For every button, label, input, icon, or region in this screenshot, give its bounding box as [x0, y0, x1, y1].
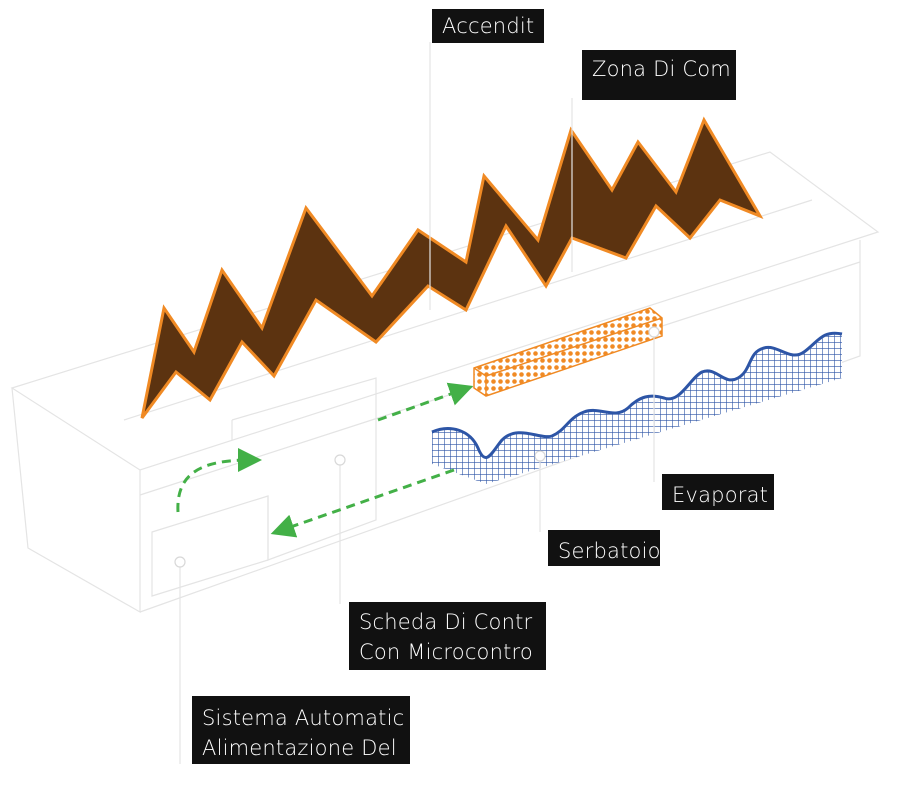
label-evaporatore: Evaporat — [662, 474, 774, 510]
label-zona-combustione: Zona Di Com — [582, 50, 736, 100]
arrow-to-control-board — [176, 448, 262, 513]
flame-shape — [140, 116, 764, 419]
label-sistema-alimentazione: Sistema Automatic Alimentazione Del — [192, 696, 410, 764]
tank-wave-line — [431, 331, 843, 459]
flow-arrows — [176, 382, 474, 538]
label-serbatoio: Serbatoio — [548, 530, 660, 566]
anchor-points — [174, 326, 660, 568]
leader-lines — [179, 42, 655, 764]
evaporator-bar — [473, 307, 663, 397]
label-scheda-controllo: Scheda Di Contr Con Microcontro — [349, 602, 546, 670]
arrow-from-tank — [270, 468, 455, 538]
tank-shape — [432, 333, 842, 484]
label-accenditore: Accendit — [432, 9, 544, 43]
